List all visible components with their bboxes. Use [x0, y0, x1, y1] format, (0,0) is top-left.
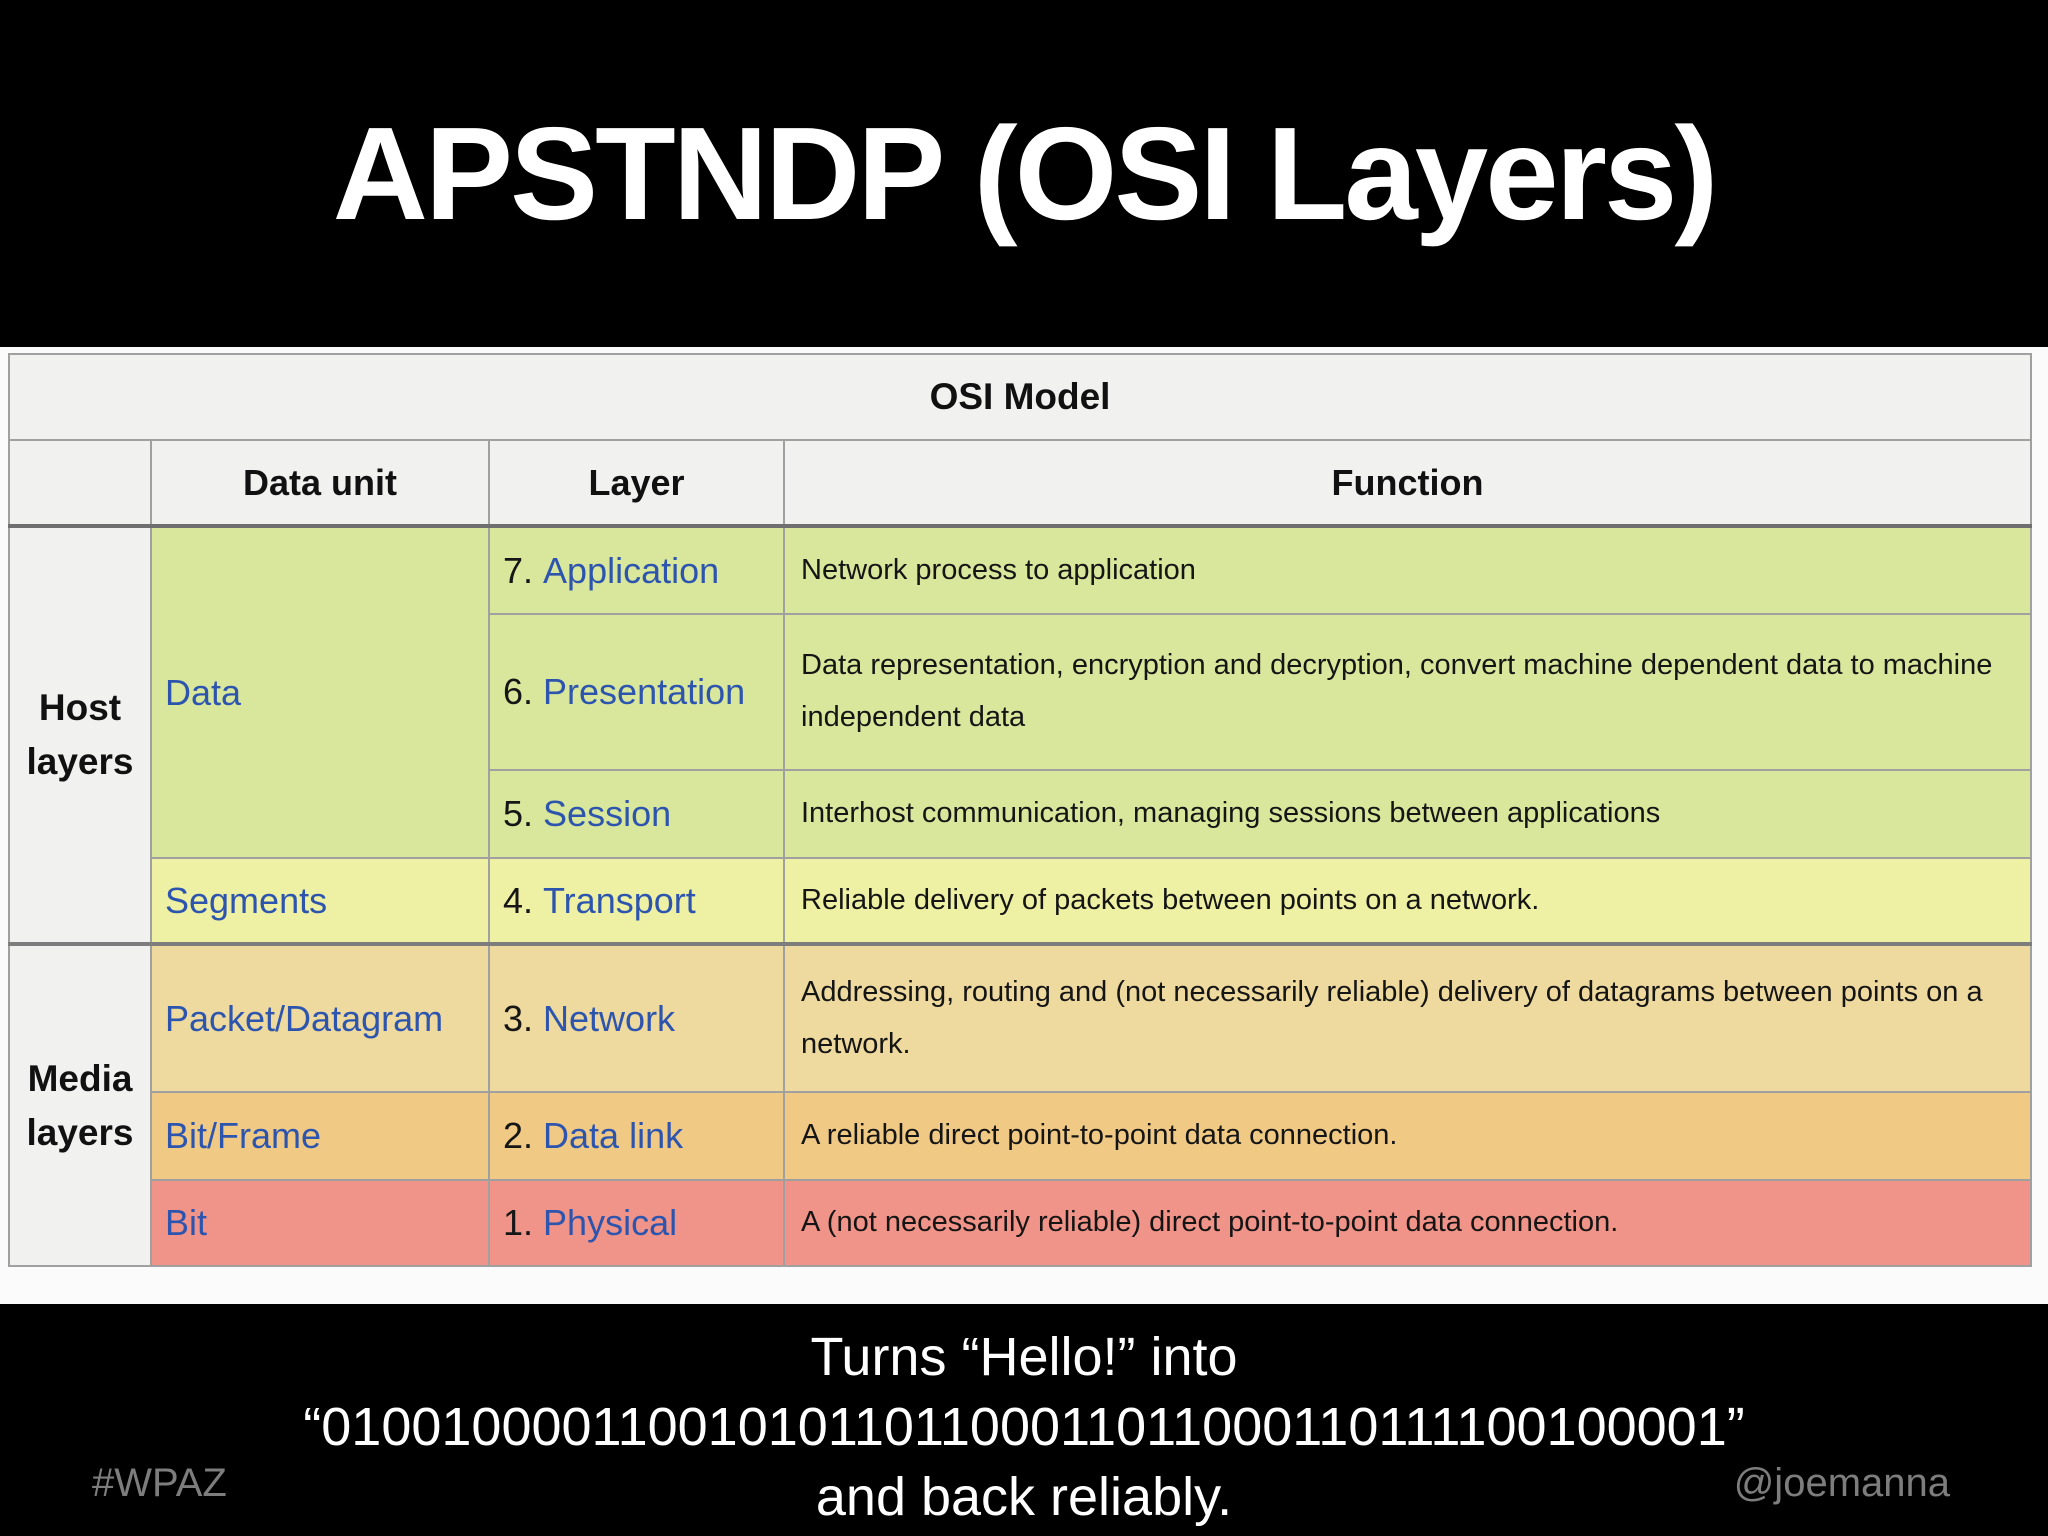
function-cell: Addressing, routing and (not necessarily… — [782, 942, 2033, 1093]
table-title: OSI Model — [7, 353, 2033, 441]
footer-caption: Turns “Hello!” into “0100100001100101011… — [0, 1322, 2048, 1532]
layer-cell: 3.Network — [488, 942, 785, 1093]
layer-number: 3. — [503, 997, 534, 1039]
layer-link[interactable]: Transport — [543, 879, 696, 921]
layer-link[interactable]: Data link — [543, 1115, 684, 1156]
osi-model-table: OSI Model Data unit Layer Function Host … — [7, 353, 2033, 1267]
table-row: Media layers Packet/Datagram 3.Network A… — [8, 942, 2033, 1267]
table-row: Segments 4.Transport Reliable delivery o… — [9, 857, 2033, 945]
function-cell: A (not necessarily reliable) direct poin… — [782, 1179, 2033, 1267]
function-cell: Network process to application — [782, 525, 2033, 615]
layer-cell: 6.Presentation — [488, 613, 785, 771]
table-row: 5.Session Interhost communication, manag… — [9, 769, 2033, 859]
function-cell: Data representation, encryption and decr… — [782, 613, 2033, 771]
data-unit-cell: Segments — [150, 857, 490, 945]
footer-line-2-binary: “010010000110010101101100011011000110111… — [303, 1397, 1745, 1457]
hashtag-label: #WPAZ — [92, 1461, 227, 1505]
layer-number: 6. — [503, 671, 534, 712]
header-data-unit: Data unit — [150, 439, 490, 528]
layer-number: 1. — [503, 1202, 534, 1243]
layer-cell: 7.Application — [488, 525, 785, 615]
header-function: Function — [782, 439, 2033, 528]
layer-number: 7. — [503, 549, 534, 591]
table-header-row: Data unit Layer Function — [8, 439, 2033, 528]
footer-band: Turns “Hello!” into “0100100001100101011… — [0, 1304, 2048, 1536]
layer-cell: 2.Data link — [488, 1091, 785, 1181]
footer-line-3: and back reliably. — [815, 1467, 1233, 1527]
data-unit-link[interactable]: Bit — [165, 1202, 208, 1243]
group-label-media: Media layers — [8, 942, 152, 1267]
data-unit-link[interactable]: Packet/Datagram — [165, 997, 444, 1039]
table-row: Bit 1.Physical A (not necessarily reliab… — [9, 1179, 2033, 1267]
data-unit-cell: Data — [150, 525, 490, 859]
table-title-row: OSI Model — [7, 353, 2033, 441]
layer-link[interactable]: Network — [543, 997, 676, 1039]
layer-number: 4. — [503, 879, 534, 921]
layer-number: 2. — [503, 1115, 534, 1156]
data-unit-cell: Packet/Datagram — [150, 942, 490, 1093]
table-row: Host layers Data 7.Application Network p… — [8, 525, 2033, 945]
data-unit-link[interactable]: Data — [165, 671, 242, 713]
table-band: OSI Model Data unit Layer Function Host … — [0, 347, 2048, 1304]
page-title: APSTNDP (OSI Layers) — [332, 100, 1719, 247]
header-layer: Layer — [488, 439, 785, 528]
twitter-handle: @joemanna — [1733, 1461, 1950, 1505]
layer-cell: 4.Transport — [488, 857, 785, 945]
title-band: APSTNDP (OSI Layers) — [0, 0, 2048, 347]
data-unit-link[interactable]: Segments — [165, 879, 328, 921]
data-unit-link[interactable]: Bit/Frame — [165, 1115, 322, 1156]
layer-cell: 1.Physical — [488, 1179, 785, 1267]
header-group — [8, 439, 152, 528]
group-label-host: Host layers — [8, 525, 152, 945]
function-cell: A reliable direct point-to-point data co… — [782, 1091, 2033, 1181]
function-cell: Interhost communication, managing sessio… — [782, 769, 2033, 859]
layer-cell: 5.Session — [488, 769, 785, 859]
footer-line-1: Turns “Hello!” into — [810, 1327, 1238, 1387]
function-cell: Reliable delivery of packets between poi… — [782, 857, 2033, 945]
layer-link[interactable]: Presentation — [543, 671, 746, 712]
layer-number: 5. — [503, 793, 534, 834]
table-row: Bit/Frame 2.Data link A reliable direct … — [9, 1091, 2033, 1181]
layer-link[interactable]: Session — [543, 793, 672, 834]
table-row: 6.Presentation Data representation, encr… — [9, 613, 2033, 771]
layer-link[interactable]: Application — [543, 549, 720, 591]
data-unit-cell: Bit/Frame — [150, 1091, 490, 1181]
layer-link[interactable]: Physical — [543, 1202, 678, 1243]
data-unit-cell: Bit — [150, 1179, 490, 1267]
